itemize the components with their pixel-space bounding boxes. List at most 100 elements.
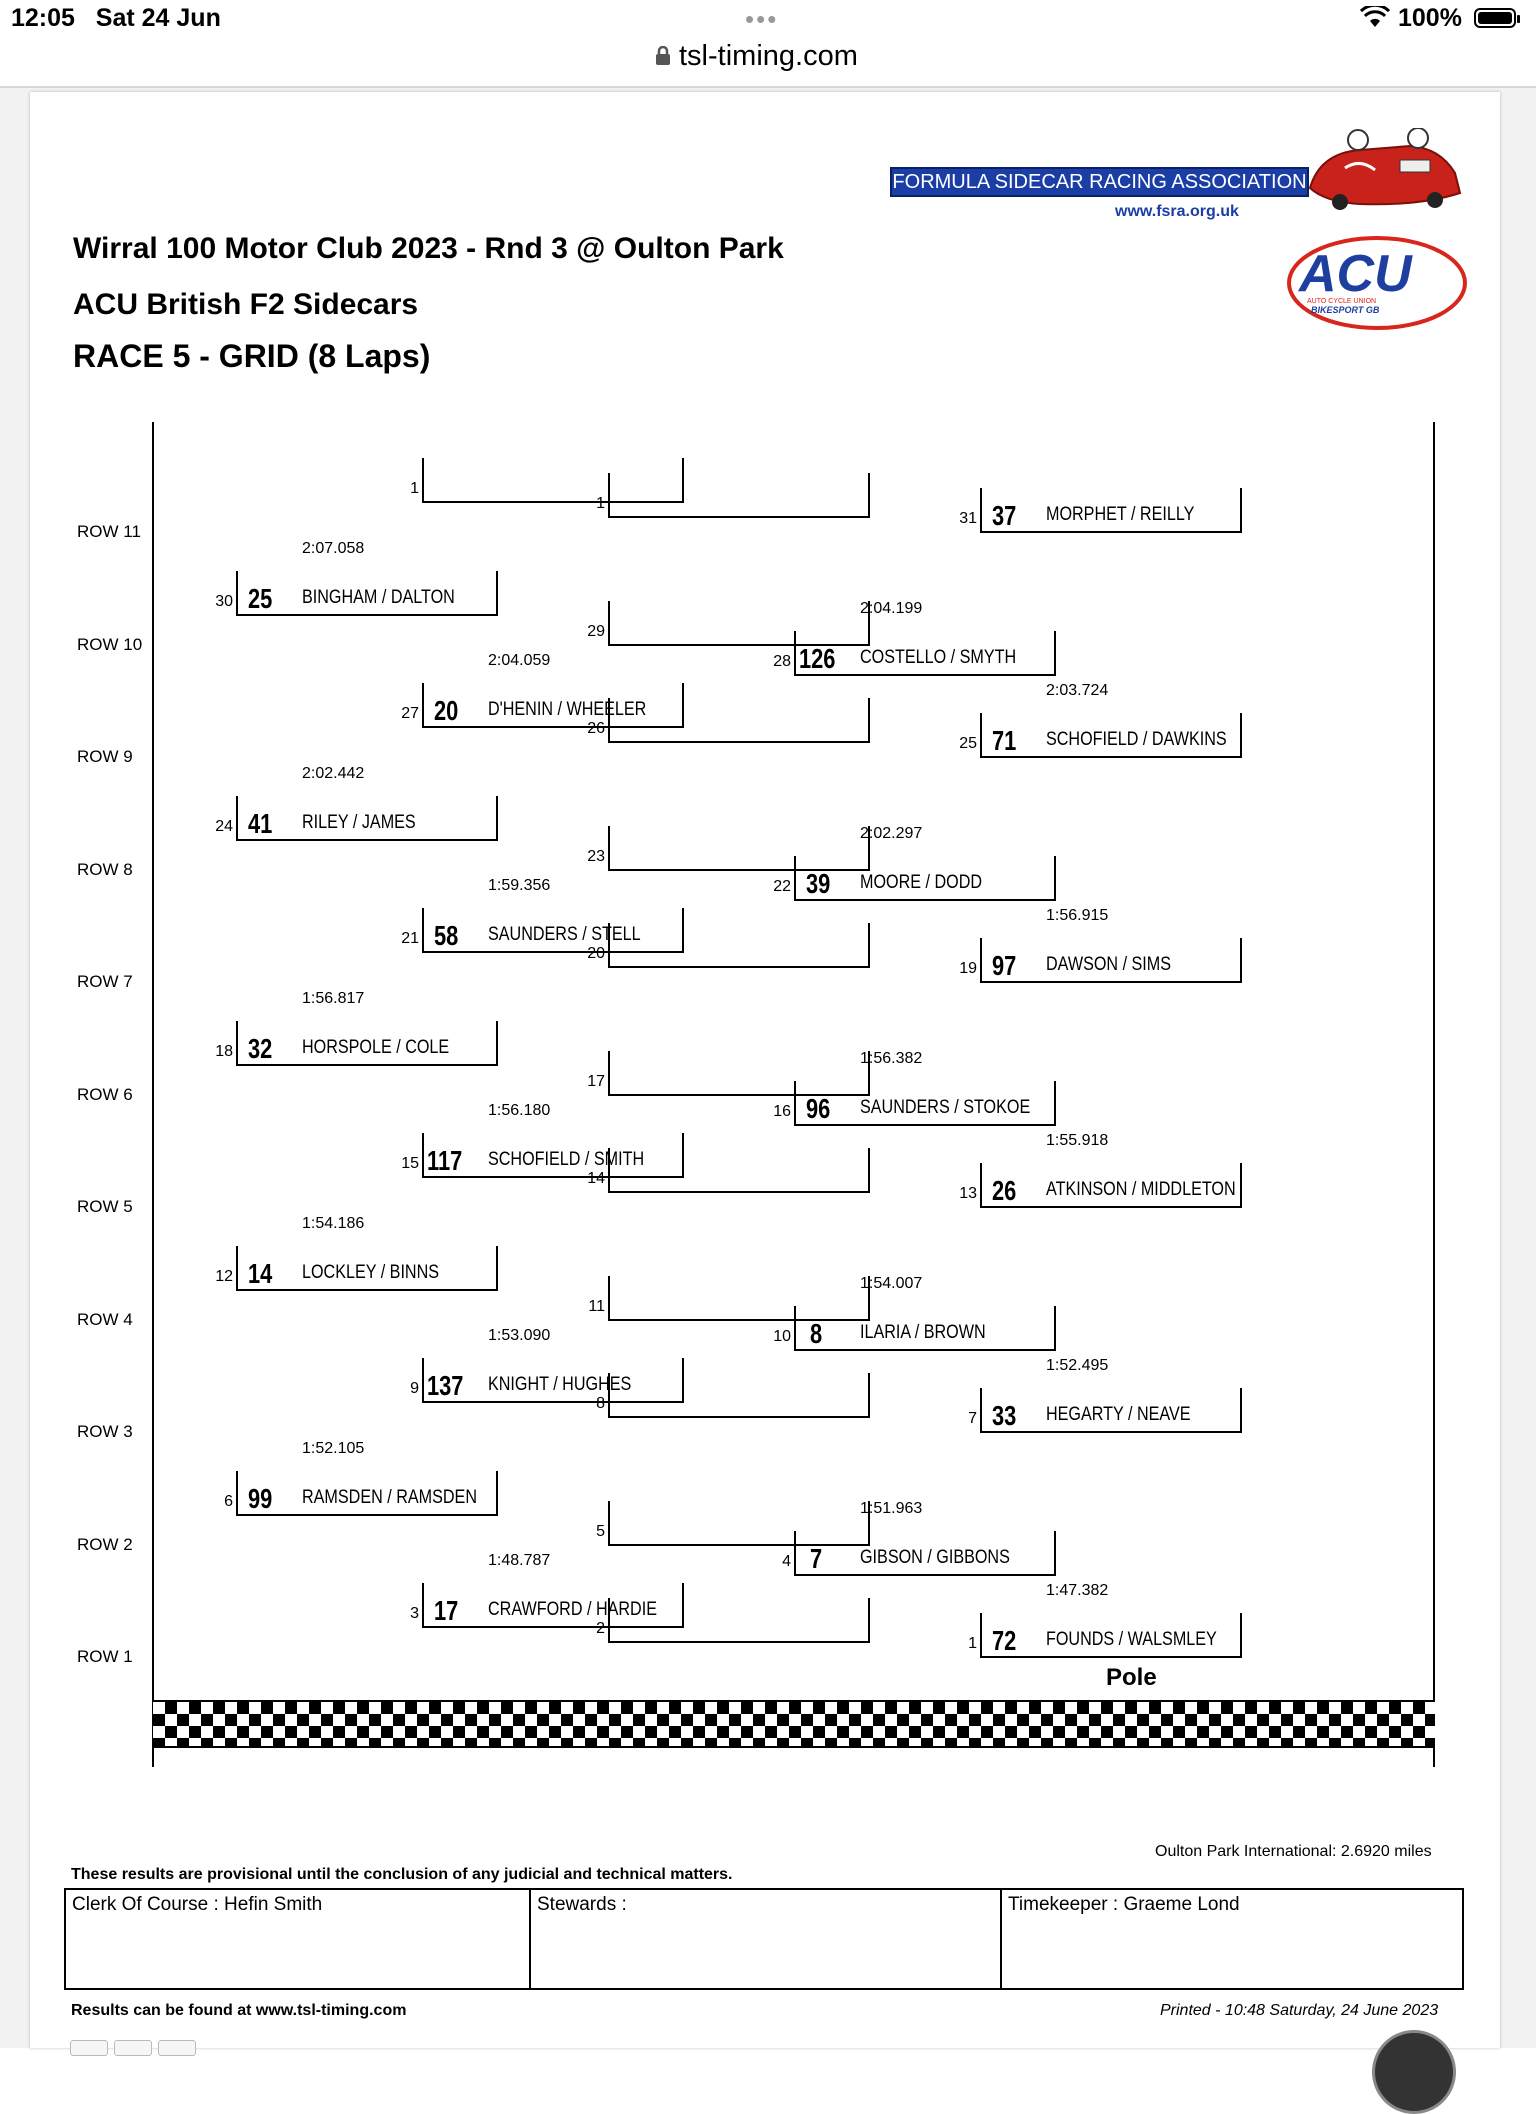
grid-slot: 117 SCHOFIELD / SMITH bbox=[422, 1133, 684, 1178]
circuit-info: Oulton Park International: 2.6920 miles bbox=[1155, 1843, 1432, 1860]
crew-names: HORSPOLE / COLE bbox=[302, 1037, 450, 1058]
qualifying-time: 1:51.963 bbox=[860, 1500, 923, 1517]
results-url: Results can be found at www.tsl-timing.c… bbox=[71, 2002, 407, 2019]
sidecar-number: 32 bbox=[248, 1033, 273, 1064]
qualifying-time: 1:47.382 bbox=[1046, 1582, 1109, 1599]
grid-slot-empty bbox=[608, 1276, 870, 1321]
crew-names: SCHOFIELD / SMITH bbox=[488, 1149, 645, 1170]
grid-slot: 8 ILARIA / BROWN bbox=[794, 1306, 1056, 1351]
grid-slot: 99 RAMSDEN / RAMSDEN bbox=[236, 1471, 498, 1516]
crew-names: SAUNDERS / STOKOE bbox=[860, 1097, 1031, 1118]
crew-names: ATKINSON / MIDDLETON bbox=[1046, 1179, 1236, 1200]
sidecar-number: 58 bbox=[434, 920, 459, 951]
sidecar-number: 117 bbox=[427, 1145, 463, 1176]
grid-position: 23 bbox=[587, 848, 605, 865]
officials-box: Clerk Of Course : Hefin Smith Stewards :… bbox=[64, 1888, 1464, 1990]
grid-position: 30 bbox=[215, 593, 233, 610]
qualifying-time: 2:02.442 bbox=[302, 765, 365, 782]
grid-position: 6 bbox=[224, 1493, 233, 1510]
grid-position: 3 bbox=[410, 1605, 419, 1622]
qualifying-time: 1:53.090 bbox=[488, 1327, 551, 1344]
fsra-logo-banner: FORMULA SIDECAR RACING ASSOCIATION bbox=[890, 167, 1309, 197]
grid-slot-empty bbox=[608, 698, 870, 743]
grid-row-label: ROW 5 bbox=[77, 1197, 133, 1216]
address-bar[interactable]: tsl-timing.com bbox=[655, 40, 858, 74]
grid-row-label: ROW 9 bbox=[77, 747, 133, 766]
sidecar-number: 8 bbox=[810, 1318, 823, 1349]
crew-names: SCHOFIELD / DAWKINS bbox=[1046, 729, 1227, 750]
grid-position: 17 bbox=[587, 1073, 605, 1090]
sidecar-number: 17 bbox=[434, 1595, 459, 1626]
sidecar-number: 14 bbox=[248, 1258, 273, 1289]
grid-slot-empty bbox=[608, 826, 870, 871]
qualifying-time: 2:07.058 bbox=[302, 540, 365, 557]
grid-position: 1 bbox=[968, 1635, 977, 1652]
grid-position: 24 bbox=[215, 818, 233, 835]
grid-position: 20 bbox=[587, 945, 605, 962]
sidecar-number: 99 bbox=[248, 1483, 273, 1514]
grid-slot: 32 HORSPOLE / COLE bbox=[236, 1021, 498, 1066]
qualifying-time: 1:54.186 bbox=[302, 1215, 365, 1232]
grid-position: 5 bbox=[596, 1523, 605, 1540]
grid-position: 27 bbox=[401, 705, 419, 722]
grid-row-label: ROW 4 bbox=[77, 1310, 133, 1329]
sidecar-number: 97 bbox=[992, 950, 1017, 981]
url-text: tsl-timing.com bbox=[679, 40, 858, 72]
page-tab-button[interactable] bbox=[70, 2040, 108, 2056]
grid-position: 22 bbox=[773, 878, 791, 895]
sidecar-number: 72 bbox=[992, 1625, 1017, 1656]
crew-names: MOORE / DODD bbox=[860, 872, 983, 893]
grid-slot: 39 MOORE / DODD bbox=[794, 856, 1056, 901]
sidecar-icon bbox=[1300, 127, 1465, 223]
stewards: Stewards : bbox=[529, 1890, 1000, 1988]
grid-row-label: ROW 3 bbox=[77, 1422, 133, 1441]
acu-logo-sub1: AUTO CYCLE UNION bbox=[1307, 298, 1376, 305]
crew-names: RAMSDEN / RAMSDEN bbox=[302, 1487, 477, 1508]
crew-names: MORPHET / REILLY bbox=[1046, 504, 1195, 525]
acu-logo: ACU AUTO CYCLE UNION BIKESPORT GB bbox=[1285, 233, 1470, 338]
timekeeper: Timekeeper : Graeme Lond bbox=[1000, 1890, 1462, 1988]
grid-position: 19 bbox=[959, 960, 977, 977]
grid-position: 13 bbox=[959, 1185, 977, 1202]
provisional-notice: These results are provisional until the … bbox=[71, 1866, 733, 1883]
status-time: 12:05 Sat 24 Jun bbox=[11, 4, 221, 32]
page-tab-button[interactable] bbox=[114, 2040, 152, 2056]
sidecar-number: 39 bbox=[806, 868, 831, 899]
page-tab-button[interactable] bbox=[158, 2040, 196, 2056]
grid-position: 21 bbox=[401, 930, 419, 947]
crew-names: ILARIA / BROWN bbox=[860, 1322, 986, 1343]
grid-position: 7 bbox=[968, 1410, 977, 1427]
clerk-of-course: Clerk Of Course : Hefin Smith bbox=[72, 1894, 323, 1915]
qualifying-time: 2:04.059 bbox=[488, 652, 551, 669]
grid-position: 10 bbox=[773, 1328, 791, 1345]
qualifying-time: 1:56.180 bbox=[488, 1102, 551, 1119]
grid-position: 15 bbox=[401, 1155, 419, 1172]
crew-names: BINGHAM / DALTON bbox=[302, 587, 455, 608]
grid-row-label: ROW 7 bbox=[77, 972, 133, 991]
sidecar-number: 126 bbox=[799, 643, 836, 674]
grid-position: 1 bbox=[596, 495, 605, 512]
class-title: ACU British F2 Sidecars bbox=[73, 288, 419, 321]
crew-names: DAWSON / SIMS bbox=[1046, 954, 1172, 975]
wifi-icon bbox=[1359, 3, 1391, 33]
grid-position: 18 bbox=[215, 1043, 233, 1060]
sidecar-number: 37 bbox=[992, 500, 1017, 531]
acu-logo-text: ACU bbox=[1297, 245, 1413, 303]
grid-row-label: ROW 8 bbox=[77, 860, 133, 879]
grid-position: 1 bbox=[410, 480, 419, 497]
multitask-dots-icon[interactable]: ••• bbox=[745, 4, 779, 34]
acu-logo-sub2: BIKESPORT GB bbox=[1311, 305, 1380, 315]
grid-position: 25 bbox=[959, 735, 977, 752]
qualifying-time: 2:04.199 bbox=[860, 600, 923, 617]
grid-row-label: ROW 6 bbox=[77, 1085, 133, 1104]
sidecar-number: 33 bbox=[992, 1400, 1017, 1431]
grid-position: 16 bbox=[773, 1103, 791, 1120]
grid-position: 31 bbox=[959, 510, 977, 527]
qualifying-time: 1:52.105 bbox=[302, 1440, 365, 1457]
crew-names: RILEY / JAMES bbox=[302, 812, 416, 833]
